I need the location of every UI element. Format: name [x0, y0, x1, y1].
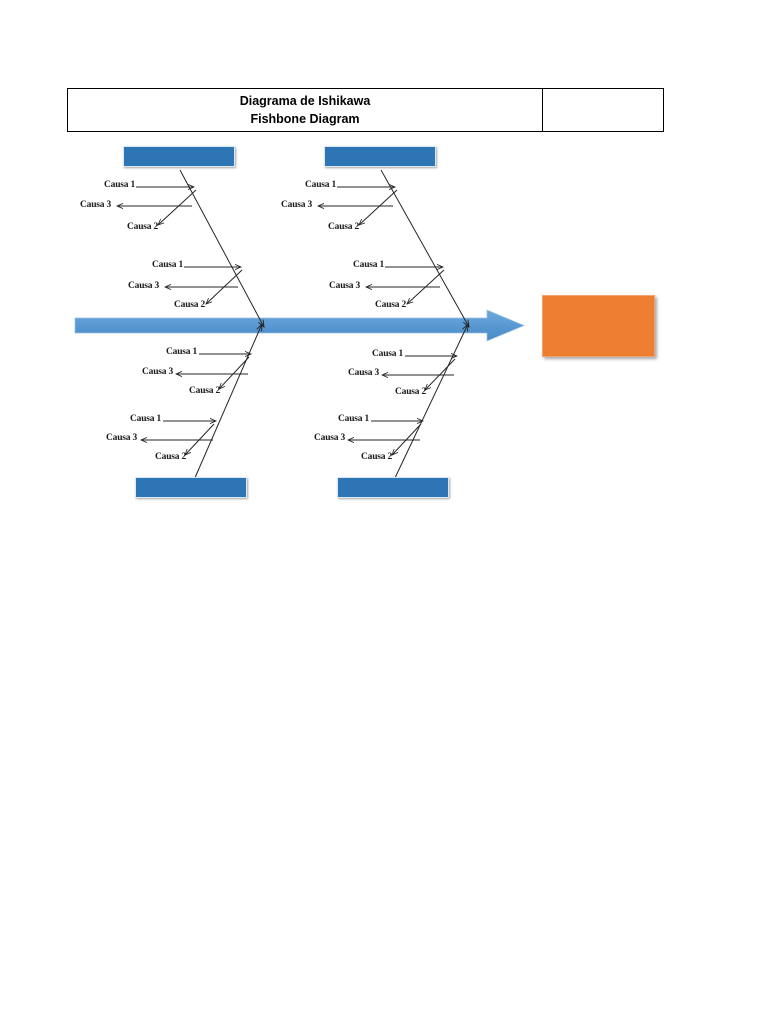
cause-label[interactable]: Causa 1 — [372, 349, 404, 359]
bone-bottom-right — [393, 324, 468, 481]
sub-bones-bottom-right-2 — [348, 421, 423, 455]
cause-label[interactable]: Causa 1 — [338, 414, 370, 424]
cause-label[interactable]: Causa 2 — [155, 452, 187, 462]
cause-label[interactable]: Causa 1 — [353, 260, 385, 270]
header-title-table: Diagrama de Ishikawa Fishbone Diagram — [67, 88, 664, 132]
sub-bones-bottom-left-2 — [141, 421, 216, 455]
cause-label[interactable]: Causa 3 — [281, 200, 313, 210]
page-title-english: Fishbone Diagram — [250, 112, 360, 126]
cause-label[interactable]: Causa 3 — [142, 367, 174, 377]
spine-arrow — [74, 309, 525, 342]
sub-bones-top-left-2 — [165, 267, 243, 304]
sub-bones-bottom-left-1 — [176, 354, 251, 389]
cause-label[interactable]: Causa 1 — [305, 180, 337, 190]
cause-label[interactable]: Causa 2 — [395, 387, 427, 397]
sub-bones-top-right-2 — [366, 267, 445, 304]
category-box-top-left[interactable] — [123, 146, 235, 167]
category-box-bottom-left[interactable] — [135, 477, 247, 498]
cause-label[interactable]: Causa 2 — [174, 300, 206, 310]
cause-label[interactable]: Causa 1 — [152, 260, 184, 270]
cause-label[interactable]: Causa 2 — [328, 222, 360, 232]
page-title-cell: Diagrama de Ishikawa Fishbone Diagram — [67, 88, 543, 132]
cause-label[interactable]: Causa 2 — [375, 300, 407, 310]
cause-label[interactable]: Causa 3 — [348, 368, 380, 378]
cause-label[interactable]: Causa 3 — [80, 200, 112, 210]
cause-label[interactable]: Causa 1 — [104, 180, 136, 190]
cause-label[interactable]: Causa 2 — [189, 386, 221, 396]
cause-label[interactable]: Causa 2 — [127, 222, 159, 232]
effect-box[interactable] — [542, 295, 655, 357]
cause-label[interactable]: Causa 1 — [166, 347, 198, 357]
cause-label[interactable]: Causa 3 — [314, 433, 346, 443]
bone-bottom-left — [193, 324, 262, 481]
category-box-bottom-right[interactable] — [337, 477, 449, 498]
cause-label[interactable]: Causa 3 — [128, 281, 160, 291]
sub-bones-top-left-1 — [117, 187, 197, 225]
cause-label[interactable]: Causa 1 — [130, 414, 162, 424]
page-title-spanish: Diagrama de Ishikawa — [239, 93, 371, 108]
header-row: Diagrama de Ishikawa Fishbone Diagram — [67, 88, 664, 132]
cause-label[interactable]: Causa 3 — [329, 281, 361, 291]
header-blank-cell[interactable] — [542, 88, 664, 132]
category-box-top-right[interactable] — [324, 146, 436, 167]
cause-label[interactable]: Causa 2 — [361, 452, 393, 462]
sub-bones-top-right-1 — [318, 187, 398, 225]
sub-bones-bottom-right-1 — [382, 356, 457, 390]
cause-label[interactable]: Causa 3 — [106, 433, 138, 443]
